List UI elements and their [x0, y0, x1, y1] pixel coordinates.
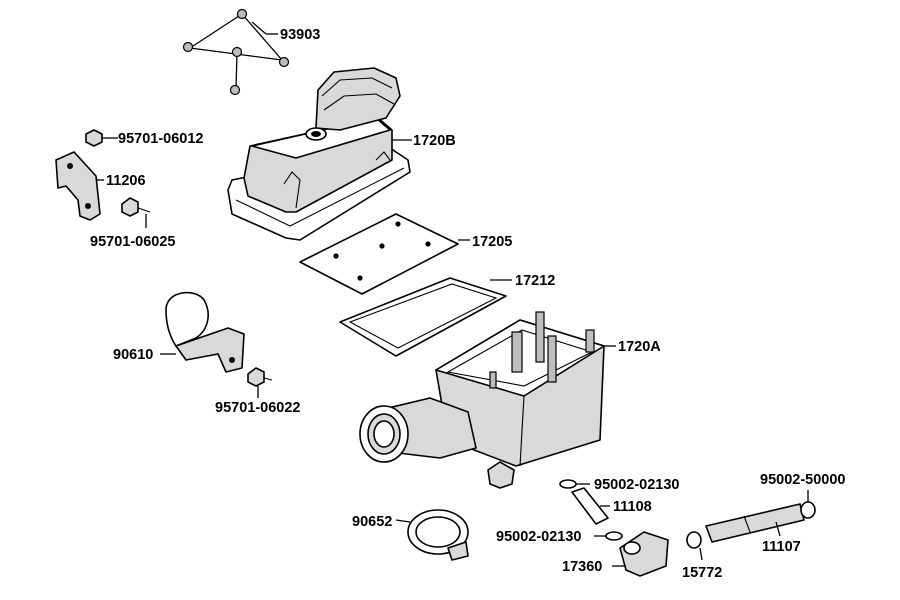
label-17360: 17360: [562, 559, 602, 575]
label-95002-02130-lower: 95002-02130: [496, 529, 581, 545]
label-95002-50000: 95002-50000: [760, 472, 845, 488]
label-95002-02130-upper: 95002-02130: [594, 477, 679, 493]
label-15772: 15772: [682, 565, 722, 581]
clip-95002-50000: [800, 490, 816, 519]
label-11107: 11107: [762, 539, 801, 555]
label-90652: 90652: [352, 514, 392, 530]
label-1720A: 1720A: [618, 339, 661, 355]
clip-95002-02130-lower: [594, 531, 623, 541]
clip-95002-02130-upper: [559, 479, 590, 489]
bolt-95701-06025: [121, 197, 151, 228]
label-1720B: 1720B: [413, 133, 456, 149]
label-93903: 93903: [280, 27, 320, 43]
tube-11107: [705, 503, 805, 543]
plate-17205: [299, 213, 470, 295]
label-11108: 11108: [613, 499, 652, 515]
clip-15772: [686, 531, 703, 561]
label-17205: 17205: [472, 234, 512, 250]
tube-11108: [571, 487, 610, 525]
hose-clamp-90652: [395, 509, 469, 561]
label-11206: 11206: [106, 173, 146, 189]
screw-set-93903: [182, 8, 290, 96]
bolt-95701-06012: [85, 129, 118, 147]
drain-17360: [612, 531, 669, 577]
intake-duct: [359, 397, 477, 463]
label-95701-06012: 95701-06012: [118, 131, 203, 147]
air-cleaner-cover-1720B: [227, 67, 412, 241]
clamp-90610: [160, 291, 245, 373]
label-95701-06025: 95701-06025: [90, 234, 175, 250]
bolt-95701-06022: [247, 367, 273, 398]
bracket-11206: [55, 151, 104, 221]
air-cleaner-case-1720A: [435, 311, 616, 489]
gasket-17212: [339, 277, 512, 357]
label-17212: 17212: [515, 273, 555, 289]
label-90610: 90610: [113, 347, 153, 363]
label-95701-06022: 95701-06022: [215, 400, 300, 416]
